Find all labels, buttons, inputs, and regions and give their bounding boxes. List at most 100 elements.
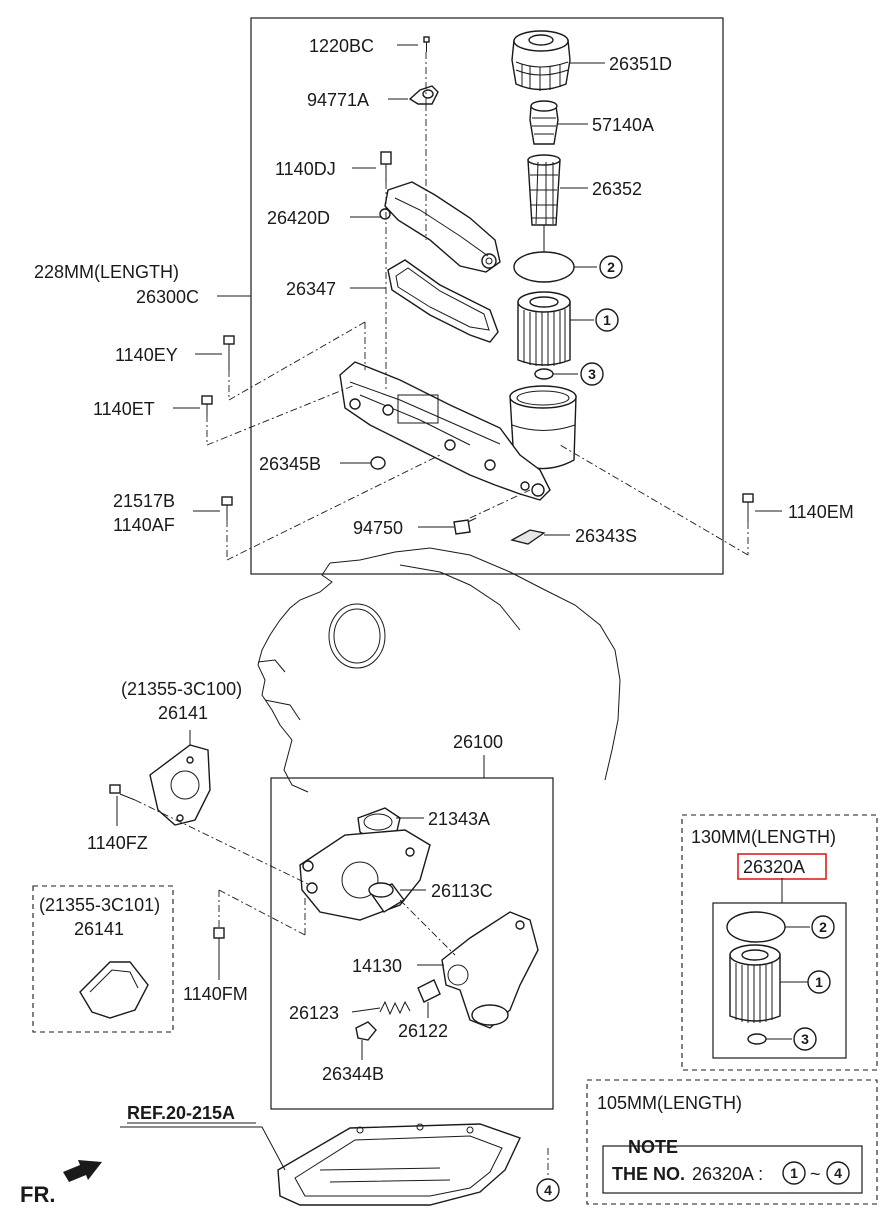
bolt-1140EY-icon[interactable] <box>223 335 235 370</box>
callout-3[interactable]: 3 <box>580 362 604 386</box>
label-1140DJ[interactable]: 1140DJ <box>275 159 336 179</box>
label-26113C[interactable]: 26113C <box>431 881 493 901</box>
bolt-1140FZ-icon[interactable] <box>109 784 136 801</box>
kit-o-ring-3-icon[interactable] <box>747 1033 767 1045</box>
svg-text:3: 3 <box>801 1031 809 1047</box>
kit-callout-1[interactable]: 1 <box>807 970 831 994</box>
plunger-26122-icon[interactable] <box>417 979 441 1003</box>
tag-26343S-icon[interactable] <box>510 529 546 545</box>
alt-cover-frame <box>32 885 174 1033</box>
oil-pan <box>277 1123 521 1206</box>
filter-kit-inner-frame <box>712 902 847 1059</box>
callout-1[interactable]: 1 <box>595 308 619 332</box>
strainer-26352-icon[interactable] <box>527 154 561 262</box>
label-1220BC[interactable]: 1220BC <box>309 36 374 56</box>
label-26320A[interactable]: 26320A <box>743 857 805 877</box>
bolt-1140FM-icon[interactable] <box>213 927 225 968</box>
svg-text:2: 2 <box>607 259 615 275</box>
bolt-1140EM-icon[interactable] <box>742 493 754 522</box>
label-26352[interactable]: 26352 <box>592 179 642 199</box>
label-26420D[interactable]: 26420D <box>267 208 330 228</box>
engine-block-outline <box>257 547 621 793</box>
label-21517B[interactable]: 21517B <box>113 491 175 511</box>
label-26123[interactable]: 26123 <box>289 1003 339 1023</box>
svg-text:3: 3 <box>588 366 596 382</box>
svg-text:1: 1 <box>790 1165 798 1181</box>
label-26351D[interactable]: 26351D <box>609 54 672 74</box>
label-1140EM[interactable]: 1140EM <box>788 502 854 522</box>
filter-element-1-icon[interactable] <box>517 291 571 366</box>
note-prefix: THE NO. <box>612 1164 685 1184</box>
label-57140A[interactable]: 57140A <box>592 115 654 135</box>
plug-26344B-icon[interactable] <box>355 1021 377 1041</box>
label-26343S[interactable]: 26343S <box>575 526 637 546</box>
label-94771A[interactable]: 94771A <box>307 90 369 110</box>
note-callout-to: 4 <box>826 1161 850 1185</box>
lower-assembly-lines <box>134 799 549 1178</box>
o-ring-2-icon[interactable] <box>513 251 575 283</box>
bolt-1140AF-icon[interactable] <box>221 496 233 520</box>
oil-cooler-module-icon[interactable] <box>339 361 551 501</box>
label-26100[interactable]: 26100 <box>453 732 503 752</box>
bracket-94771A-icon[interactable] <box>408 85 439 105</box>
label-1140ET[interactable]: 1140ET <box>93 399 155 419</box>
filter-cap-26351D-icon[interactable] <box>511 30 571 91</box>
label-26141-alt[interactable]: 26141 <box>74 919 124 939</box>
cover-26141-alt-icon[interactable] <box>79 961 149 1019</box>
kit-filter-element-1-icon[interactable] <box>729 944 781 1023</box>
label-14130[interactable]: 14130 <box>352 956 402 976</box>
cover-26141-icon[interactable] <box>149 744 211 826</box>
label-105mm-length: 105MM(LENGTH) <box>597 1093 742 1113</box>
filter-housing-icon[interactable] <box>509 385 577 470</box>
sensor-94750-icon[interactable] <box>453 517 477 535</box>
label-26345B[interactable]: 26345B <box>259 454 321 474</box>
label-26122[interactable]: 26122 <box>398 1021 448 1041</box>
front-label: FR. <box>20 1182 55 1207</box>
plug-26345B-icon[interactable] <box>370 456 386 470</box>
label-21343A[interactable]: 21343A <box>428 809 490 829</box>
label-26141[interactable]: 26141 <box>158 703 208 723</box>
label-1140FZ[interactable]: 1140FZ <box>87 833 148 853</box>
kit-callout-3[interactable]: 3 <box>793 1027 817 1051</box>
label-130mm-length: 130MM(LENGTH) <box>691 827 836 847</box>
label-228mm-length: 228MM(LENGTH) <box>34 262 179 282</box>
bushing-26113C-icon[interactable] <box>368 882 406 913</box>
callout-2[interactable]: 2 <box>599 255 623 279</box>
bolt-1140DJ-icon[interactable] <box>380 151 392 182</box>
note-part: 26320A : <box>692 1164 763 1184</box>
valve-57140A-icon[interactable] <box>529 100 559 145</box>
kit-o-ring-2-icon[interactable] <box>726 911 786 943</box>
oil-pump-body-icon[interactable] <box>299 829 431 921</box>
label-1140AF[interactable]: 1140AF <box>113 515 175 535</box>
upper-assembly-lines <box>206 52 749 561</box>
label-26300C[interactable]: 26300C <box>136 287 199 307</box>
label-94750[interactable]: 94750 <box>353 518 403 538</box>
label-1140FM[interactable]: 1140FM <box>183 984 248 1004</box>
svg-text:4: 4 <box>834 1165 842 1181</box>
label-21355-3C101: (21355-3C101) <box>39 895 160 915</box>
kit-callout-2[interactable]: 2 <box>811 915 835 939</box>
bolt-1140ET-icon[interactable] <box>201 395 213 415</box>
label-21355-3C100: (21355-3C100) <box>121 679 242 699</box>
label-1140EY[interactable]: 1140EY <box>115 345 178 365</box>
filter-adapter-14130-icon[interactable] <box>441 911 539 1029</box>
cover-26420D-icon[interactable] <box>379 181 501 273</box>
note-frame <box>602 1145 863 1194</box>
note-range-sep: ~ <box>810 1164 821 1184</box>
gasket-26347-icon[interactable] <box>387 259 499 343</box>
label-26344B[interactable]: 26344B <box>322 1064 384 1084</box>
callout-4[interactable]: 4 <box>536 1178 560 1202</box>
note-callout-from: 1 <box>782 1161 806 1185</box>
o-ring-3-icon[interactable] <box>534 368 554 380</box>
bolt-1220BC-icon[interactable] <box>423 36 430 52</box>
ref-link-20-215A[interactable]: REF.20-215A <box>127 1103 235 1123</box>
svg-text:2: 2 <box>819 919 827 935</box>
leader-lines <box>116 44 810 1171</box>
label-26347[interactable]: 26347 <box>286 279 336 299</box>
svg-text:1: 1 <box>815 974 823 990</box>
note-title: NOTE <box>628 1137 678 1157</box>
spring-26123-icon[interactable] <box>379 1000 411 1016</box>
svg-text:4: 4 <box>544 1182 552 1198</box>
lower-assembly-frame <box>270 777 554 1110</box>
